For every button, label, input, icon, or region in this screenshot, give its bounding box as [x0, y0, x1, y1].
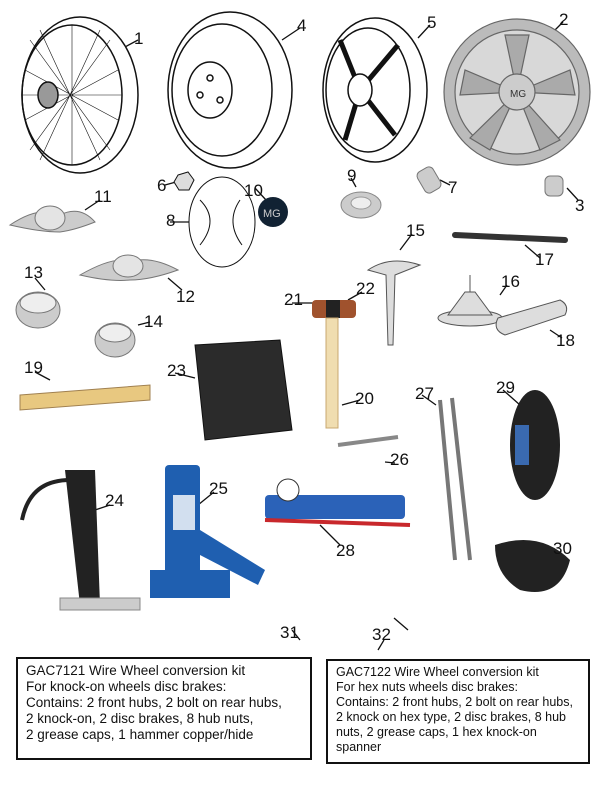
wire-wheel — [21, 16, 139, 174]
kit-gac7121-box: GAC7121 Wire Wheel conversion kit For kn… — [16, 657, 312, 760]
callout-29: 29 — [496, 378, 515, 397]
lug-nut — [416, 166, 442, 194]
callout-26: 26 — [390, 450, 409, 469]
callout-27: 27 — [415, 384, 434, 403]
callout-12: 12 — [176, 287, 195, 306]
callout-13: 13 — [24, 263, 43, 282]
callout-24: 24 — [105, 491, 124, 510]
mg-badge: MG — [258, 197, 288, 227]
kit-line: Contains: 2 front hubs, 2 bolt on rear h… — [336, 695, 573, 709]
hub-cap-chrome — [15, 291, 136, 358]
callout-31: 31 — [280, 623, 299, 642]
kit-gac7122-box: GAC7122 Wire Wheel conversion kit For he… — [326, 659, 590, 764]
hammer — [312, 300, 356, 429]
hex-spanner — [495, 299, 568, 336]
callout-14: 14 — [144, 312, 163, 331]
tyre-levers — [438, 397, 472, 561]
callout-23: 23 — [167, 361, 186, 380]
kit-line: GAC7121 Wire Wheel conversion kit — [26, 663, 246, 678]
callout-11: 11 — [94, 187, 112, 206]
axle-stand — [20, 470, 141, 611]
callout-6: 6 — [157, 176, 167, 195]
wheel-nut — [173, 171, 195, 191]
callout-15: 15 — [406, 221, 425, 240]
callout-30: 30 — [553, 539, 572, 558]
callout-5: 5 — [427, 13, 437, 32]
foot-pump — [264, 478, 411, 527]
callout-18: 18 — [556, 331, 575, 350]
callout-3: 3 — [575, 196, 585, 215]
tyre — [510, 390, 560, 500]
knock-on-stand — [437, 275, 503, 327]
hub-cap — [188, 176, 256, 268]
steel-wheel — [167, 11, 293, 169]
kit-line: 2 knock on hex type, 2 disc brakes, 8 hu… — [336, 710, 566, 724]
callout-17: 17 — [535, 250, 554, 269]
tool-roll — [194, 339, 293, 441]
callout-4: 4 — [297, 16, 307, 35]
kit-line: 2 knock-on, 2 disc brakes, 8 hub nuts, — [26, 711, 254, 726]
svg-text:MG: MG — [263, 208, 281, 220]
open-spanner — [337, 435, 399, 447]
kit-line: 2 grease caps, 1 hammer copper/hide — [26, 727, 254, 742]
wheel-brace — [452, 232, 568, 243]
kit-line: For knock-on wheels disc brakes: — [26, 679, 227, 694]
callout-8: 8 — [166, 211, 176, 230]
kit-line: Contains: 2 front hubs, 2 bolt on rear h… — [26, 695, 282, 710]
callout-7: 7 — [448, 178, 458, 197]
kit-line: nuts, 2 grease caps, 1 hex knock-on — [336, 725, 537, 739]
rostyle-wheel — [322, 17, 428, 163]
chrome-nut — [544, 175, 564, 197]
callout-1: 1 — [134, 29, 144, 48]
grease-cap — [340, 191, 382, 219]
callout-25: 25 — [209, 479, 228, 498]
callout-10: 10 — [244, 181, 263, 200]
callout-19: 19 — [24, 358, 43, 377]
kit-line: GAC7122 Wire Wheel conversion kit — [336, 665, 539, 679]
knock-on-spinner — [8, 205, 180, 281]
kit-line: spanner — [336, 740, 382, 754]
spinner-tool — [366, 260, 422, 346]
callout-28: 28 — [336, 541, 355, 560]
callout-16: 16 — [501, 272, 520, 291]
callout-21: 21 — [284, 290, 303, 309]
callout-32: 32 — [372, 625, 391, 644]
kit-line: For hex nuts wheels disc brakes: — [336, 680, 519, 694]
svg-text:MG: MG — [510, 89, 526, 100]
inner-tube — [495, 540, 570, 592]
alloy-wheel: MG — [443, 18, 591, 166]
spanner-plate — [19, 384, 151, 411]
callout-9: 9 — [347, 166, 357, 185]
callout-2: 2 — [559, 10, 569, 29]
callout-22: 22 — [356, 279, 375, 298]
callout-20: 20 — [355, 389, 374, 408]
bottle-jack — [150, 465, 265, 598]
